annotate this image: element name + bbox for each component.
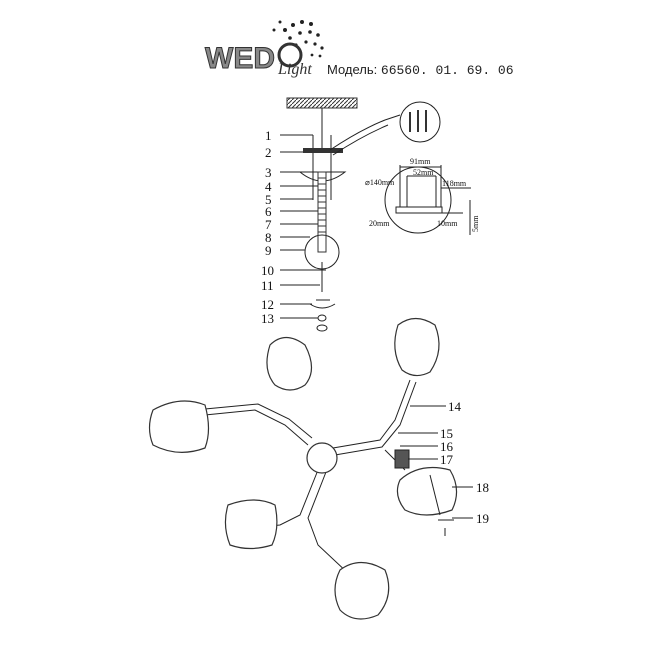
part-label-8: 8 bbox=[265, 230, 272, 245]
dim-52mm: 52mm bbox=[413, 168, 434, 177]
svg-text:Light: Light bbox=[277, 61, 312, 78]
part-label-14: 14 bbox=[448, 399, 462, 414]
dim-20mm: 20mm bbox=[369, 219, 390, 228]
part-label-3: 3 bbox=[265, 165, 272, 180]
part-label-17: 17 bbox=[440, 452, 454, 467]
dim-91mm: 91mm bbox=[410, 157, 431, 166]
part-label-4: 4 bbox=[265, 179, 272, 194]
part-label-6: 6 bbox=[265, 204, 272, 219]
part-label-5: 5 bbox=[265, 192, 272, 207]
model-number: 66560. 01. 69. 06 bbox=[380, 63, 514, 78]
model-label: Модель: bbox=[327, 62, 378, 77]
part-label-18: 18 bbox=[476, 480, 489, 495]
ceiling-assembly bbox=[286, 97, 441, 332]
model-caption: Модель: 66560. 01. 69. 06 bbox=[327, 62, 514, 78]
part-labels-right: 14 15 16 17 18 19 bbox=[440, 399, 489, 526]
part-label-11: 11 bbox=[261, 278, 274, 293]
dim-5mm: 5mm bbox=[471, 215, 480, 232]
dim-118mm: 118mm bbox=[442, 179, 467, 188]
part-label-12: 12 bbox=[261, 297, 274, 312]
mounting-bracket-detail: 91mm 52mm ⌀140mm 118mm 20mm 10mm 5mm bbox=[365, 157, 480, 235]
dim-10mm: 10mm bbox=[437, 219, 458, 228]
wedo-light-logo: WED Light bbox=[205, 20, 324, 78]
part-label-16: 16 bbox=[440, 439, 454, 454]
leader-lines bbox=[280, 134, 473, 519]
svg-text:WED: WED bbox=[205, 42, 275, 75]
part-label-2: 2 bbox=[265, 145, 272, 160]
part-label-1: 1 bbox=[265, 128, 272, 143]
part-labels-left: 1 2 3 4 5 6 7 8 9 10 11 12 13 bbox=[261, 128, 274, 326]
part-label-10: 10 bbox=[261, 263, 274, 278]
dim-diameter: ⌀140mm bbox=[365, 178, 395, 187]
part-label-19: 19 bbox=[476, 511, 489, 526]
part-label-13: 13 bbox=[261, 311, 274, 326]
part-label-7: 7 bbox=[265, 217, 272, 232]
part-label-15: 15 bbox=[440, 426, 453, 441]
part-label-9: 9 bbox=[265, 243, 272, 258]
chandelier-body bbox=[148, 317, 458, 620]
